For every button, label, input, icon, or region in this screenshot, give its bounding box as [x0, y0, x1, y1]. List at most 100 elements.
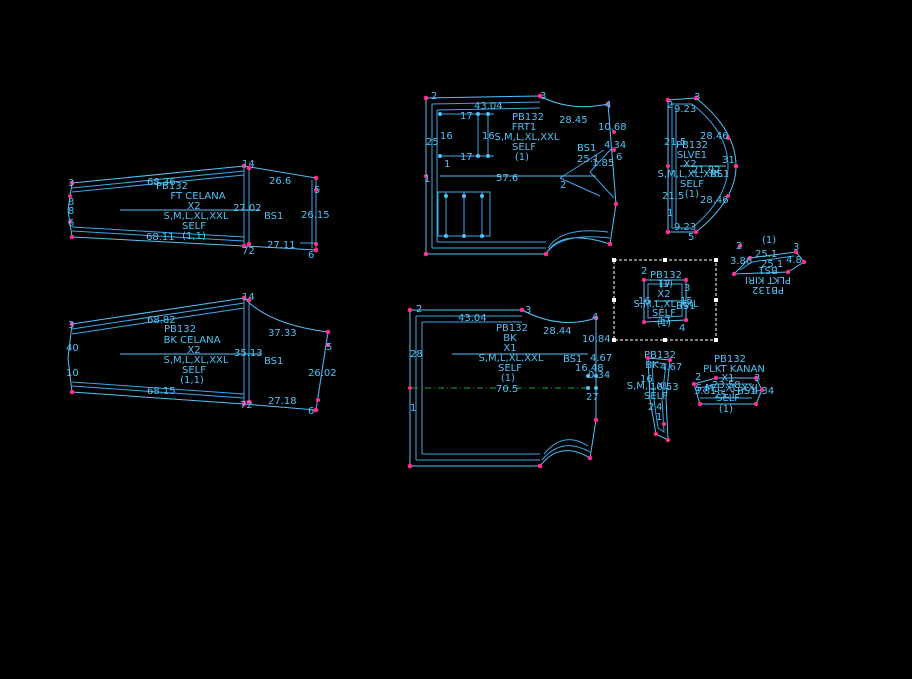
plkt-kiri-dim-2: 25.1 [761, 259, 783, 270]
bk-celana-pt-1: 14 [242, 292, 255, 303]
ft-celana-label-2: X2 [187, 201, 200, 212]
small-bk-label-1: BK [645, 360, 659, 371]
frt1-pt-0: 2 [431, 91, 437, 102]
bk-celana-pt-3: 72 [240, 400, 253, 411]
ft-celana-pt-3: 72 [242, 246, 255, 257]
small-bk-points [645, 355, 673, 443]
bk-celana-dim-5: 27.18 [268, 396, 297, 407]
small-bk-dim-2: 10.53 [650, 382, 679, 393]
ft-celana-label-3: S,M,L,XL,XXL [164, 211, 229, 222]
bk-celana-dim-3: 26.02 [308, 368, 337, 379]
selected-pt-2: 4 [679, 323, 685, 334]
frt1-label-1: FRT1 [512, 122, 536, 133]
plkt-kanan-seam [699, 383, 752, 399]
plkt-kanan-label-3: S,M,L,XL,XXL [696, 383, 761, 394]
slve1-dim-3: 21.5 [662, 191, 684, 202]
ft-celana-pt-1: 14 [242, 159, 255, 170]
plkt-kanan-label-4: SELF [716, 393, 740, 404]
frt1-pt-2: 4 [605, 100, 611, 111]
frt1-dim-6: 25 [426, 137, 439, 148]
bk-dim-6: 0.34 [588, 370, 610, 381]
slve1-dim-0: 9.23 [674, 104, 696, 115]
bk-dim-4: 16.48 [575, 363, 604, 374]
pattern-piece-frt1[interactable]: PB132 FRT1 S,M,L,XL,XXL SELF (1) 43.04 1… [423, 91, 627, 257]
frt1-side-num: BS1 [577, 143, 596, 154]
plkt-kanan-label-2: X1 [721, 373, 734, 384]
bk-celana-label-3: S,M,L,XL,XXL [164, 355, 229, 366]
plkt-kiri-seam [739, 255, 795, 271]
ft-celana-pt-5: 6 [68, 218, 74, 229]
bk-celana-label-5: (1,1) [180, 375, 204, 386]
slve1-label-3: S,M,L,XL,XXL [658, 169, 723, 180]
plkt-kiri-pt-0: 2 [736, 241, 742, 252]
frt1-dim-9: 1.85 [592, 158, 614, 169]
slve1-label-0: PB132 [676, 140, 708, 151]
selected-label-3: S,M,L,XL,XXL [634, 299, 699, 310]
selection-handles[interactable] [612, 258, 718, 342]
pattern-piece-slve1[interactable]: PB132 SLVE1 X2 S,M,L,XL,XXL SELF (1) 9.2… [658, 92, 739, 243]
ft-celana-pt-4: 6 [308, 250, 314, 261]
ft-celana-dim-1: 26.6 [269, 176, 291, 187]
plkt-kanan-label-1: PLKT KANAN [703, 364, 765, 375]
ft-celana-label-0: PB132 [156, 181, 188, 192]
bk-label-3: S,M,L,XL,XXL [479, 353, 544, 364]
ft-celana-dim-5: 27.11 [267, 240, 296, 251]
selected-label-4: SELF [652, 308, 676, 319]
pattern-piece-plkt-kanan[interactable]: PB132 PLKT KANAN X1 S,M,L,XL,XXL SELF (1… [691, 354, 774, 415]
small-bk-pt-1: 4 [656, 402, 662, 413]
selected-label-1: (1) [659, 279, 673, 290]
selected-pt-0: 2 [641, 266, 647, 277]
bk-celana-dim-4: 68.15 [147, 386, 176, 397]
pattern-piece-ft-celana[interactable]: PB132 FT CELANA X2 S,M,L,XL,XXL SELF (1,… [67, 159, 330, 261]
pattern-piece-selected[interactable]: PB132 (1) X2 S,M,L,XL,XXL SELF (1) 17 16… [612, 258, 718, 342]
bk-dim-3: 28 [410, 349, 423, 360]
bk-celana-pt-5: 40 [66, 343, 79, 354]
frt1-dim-10: 4.34 [604, 140, 626, 151]
pattern-piece-plkt-kiri[interactable]: PB132 PLKT KIRI BS1 (1) 25.1 3.86 25.1 4… [730, 235, 807, 295]
selected-piece-seam [647, 283, 683, 319]
ft-celana-pt-6: 8 [68, 197, 74, 208]
frt1-label-2: S,M,L,XL,XXL [495, 132, 560, 143]
frt1-pocket-lines [445, 192, 483, 236]
bk-celana-pt-0: 3 [68, 320, 74, 331]
frt1-placket [440, 113, 494, 157]
bk-dim-7: 70.5 [496, 384, 518, 395]
slve1-seam-inner [671, 103, 729, 229]
pattern-piece-small-bk[interactable]: PB132 BK S,M,L,XL SELF 4.67 16 10.53 2 1… [627, 350, 683, 443]
frt1-dim-2: 28.45 [559, 115, 588, 126]
selected-label-5: (1) [657, 318, 671, 329]
slve1-pt-0: 2 [667, 100, 673, 111]
bk-celana-label-4: SELF [182, 365, 206, 376]
ft-celana-dim-2: 27.02 [233, 203, 262, 214]
slve1-dim-5: 28.46 [700, 195, 729, 206]
frt1-label-4: (1) [515, 152, 529, 163]
bk-celana-dim-1: 37.33 [268, 328, 297, 339]
bk-label-0: PB132 [496, 323, 528, 334]
pattern-piece-bk-celana[interactable]: PB132 BK CELANA X2 S,M,L,XL,XXL SELF (1,… [66, 292, 337, 417]
frt1-dim-3: 10.68 [598, 122, 627, 133]
frt1-dim-1: 17 [460, 111, 473, 122]
frt1-pt-6: 1 [424, 174, 430, 185]
selected-pt-1: 3 [684, 283, 690, 294]
ft-celana-label-4: SELF [182, 221, 206, 232]
frt1-label-0: PB132 [512, 112, 544, 123]
small-bk-dim-1: 16 [640, 374, 653, 385]
slve1-dim-2: 21.5 [664, 137, 686, 148]
bk-pt-2: 4 [592, 312, 598, 323]
frt1-label-3: SELF [512, 142, 536, 153]
bk-dim-8: 27 [586, 392, 599, 403]
pattern-piece-bk[interactable]: PB132 BK X1 S,M,L,XL,XXL SELF (1) 43.04 … [407, 304, 613, 469]
plkt-kiri-points [731, 244, 807, 277]
plkt-kanan-pt-1: 3 [754, 373, 760, 384]
ft-celana-label-1: FT CELANA [170, 191, 225, 202]
frt1-seam-inner [431, 101, 615, 255]
frt1-dim-5: 16 [482, 131, 495, 142]
plkt-kanan-side-num: BS1 [737, 386, 756, 397]
selected-label-0: PB132 [650, 270, 682, 281]
plkt-kiri-pt-1: 3 [793, 242, 799, 253]
selected-dim-4: BS1 [676, 301, 695, 312]
slve1-label-1: SLVE1 [677, 150, 707, 161]
frt1-dim-4: 16 [440, 131, 453, 142]
frt1-dim-8: 25.1 [577, 154, 599, 165]
